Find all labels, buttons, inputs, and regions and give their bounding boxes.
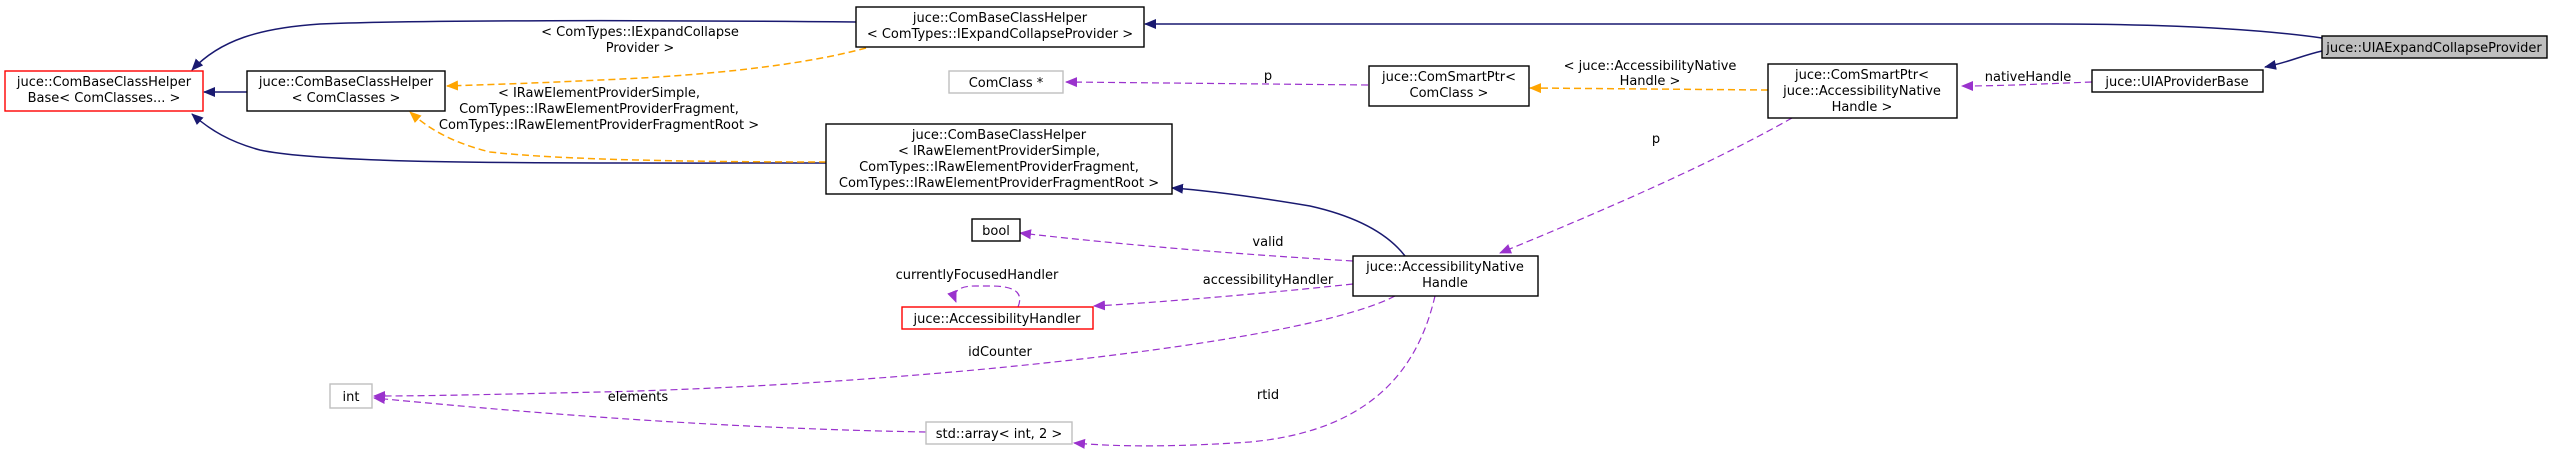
edge-label-elements: elements [608,390,669,405]
edge-com-base-raw-to-com-base-base [191,113,827,164]
svg-text:Handle >: Handle > [1832,100,1893,115]
edge-uia-expand-to-uia-provider-base [2264,50,2323,70]
edge-label-id-counter: idCounter [968,345,1032,360]
edges-layer [191,19,2323,449]
edge-accessibility-native-to-bool [1019,229,1354,262]
svg-text:ComTypes::IRawElementProviderF: ComTypes::IRawElementProviderFragmentRoo… [839,176,1159,191]
nodes-layer: juce::UIAExpandCollapseProvider juce::UI… [4,6,2548,445]
svg-text:juce::UIAProviderBase: juce::UIAProviderBase [2104,75,2248,90]
node-bool[interactable]: bool [971,218,1021,242]
svg-text:ComTypes::IRawElementProviderF: ComTypes::IRawElementProviderFragment, [859,160,1139,175]
edge-accessibility-native-to-accessibility-handler [1093,283,1354,311]
svg-text:< IRawElementProviderSimple,: < IRawElementProviderSimple, [898,144,1100,159]
edge-accessibility-native-to-std-array [1073,295,1436,449]
svg-text:juce::ComBaseClassHelper: juce::ComBaseClassHelper [912,11,1088,26]
node-com-smart-ptr-native-handle[interactable]: juce::ComSmartPtr< juce::AccessibilityNa… [1767,63,1958,119]
svg-text:juce::AccessibilityNative: juce::AccessibilityNative [1365,260,1524,275]
svg-text:Base< ComClasses... >: Base< ComClasses... > [28,91,181,106]
edge-label-accessibility-handler: accessibilityHandler [1203,273,1334,288]
edge-com-smart-ptr-handle-to-com-smart-ptr-class [1529,83,1769,94]
svg-text:std::array< int, 2 >: std::array< int, 2 > [936,427,1063,442]
edge-accessibility-native-to-int [373,295,1396,401]
edge-label-raw-template-1: < IRawElementProviderSimple, [498,86,700,101]
edge-label-smart-ptr-template-1: < juce::AccessibilityNative [1564,59,1737,74]
edge-accessibility-native-to-com-base-raw [1171,183,1406,257]
svg-text:< ComClasses >: < ComClasses > [292,91,401,106]
svg-text:juce::AccessibilityNative: juce::AccessibilityNative [1782,84,1941,99]
svg-text:juce::AccessibilityHandler: juce::AccessibilityHandler [913,312,1082,327]
edge-label-p-native: p [1652,132,1660,147]
edge-label-smart-ptr-template-2: Handle > [1620,74,1681,89]
edge-uia-expand-to-com-base-expand [1144,19,2323,39]
svg-text:juce::ComBaseClassHelper: juce::ComBaseClassHelper [258,75,434,90]
edge-label-valid: valid [1252,235,1283,250]
svg-text:juce::ComBaseClassHelper: juce::ComBaseClassHelper [911,128,1087,143]
svg-text:int: int [343,390,360,405]
edge-std-array-to-int [373,394,927,433]
edge-label-p-comclass: p [1264,69,1272,84]
edge-label-expand-template-2: Provider > [606,41,675,56]
edge-com-smart-ptr-class-to-com-class-ptr [1065,77,1369,88]
edge-com-smart-ptr-handle-to-accessibility-native [1499,117,1793,254]
svg-text:ComClass >: ComClass > [1410,86,1489,101]
node-uia-provider-base[interactable]: juce::UIAProviderBase [2091,69,2264,93]
edge-com-base-expand-to-com-base-classes [446,47,867,91]
edge-label-raw-template-2: ComTypes::IRawElementProviderFragment, [459,102,739,117]
edge-accessibility-handler-self [947,285,1021,308]
node-com-smart-ptr-comclass[interactable]: juce::ComSmartPtr< ComClass > [1368,65,1530,107]
node-accessibility-native-handle[interactable]: juce::AccessibilityNative Handle [1352,255,1539,297]
edge-labels-layer: < ComTypes::IExpandCollapse Provider > <… [439,25,2071,405]
edge-label-rtid: rtid [1257,388,1279,403]
edge-uia-provider-base-to-com-smart-ptr-handle [1961,80,2093,91]
svg-text:juce::ComSmartPtr<: juce::ComSmartPtr< [1381,70,1516,85]
edge-com-base-raw-to-com-base-classes [409,111,827,163]
node-std-array[interactable]: std::array< int, 2 > [925,421,1073,445]
node-com-base-class-helper-classes[interactable]: juce::ComBaseClassHelper < ComClasses > [246,70,446,112]
edge-label-native-handle: nativeHandle [1985,70,2071,85]
node-com-base-class-helper-raw[interactable]: juce::ComBaseClassHelper < IRawElementPr… [825,123,1173,195]
svg-text:juce::UIAExpandCollapseProvide: juce::UIAExpandCollapseProvider [2325,41,2542,56]
node-com-base-class-helper-base[interactable]: juce::ComBaseClassHelper Base< ComClasse… [4,70,204,112]
edge-label-raw-template-3: ComTypes::IRawElementProviderFragmentRoo… [439,118,759,133]
node-com-base-expand-collapse[interactable]: juce::ComBaseClassHelper < ComTypes::IEx… [855,6,1145,48]
svg-text:Handle: Handle [1422,276,1468,291]
svg-text:< ComTypes::IExpandCollapsePro: < ComTypes::IExpandCollapseProvider > [867,27,1133,42]
svg-text:juce::ComSmartPtr<: juce::ComSmartPtr< [1794,68,1929,83]
node-accessibility-handler[interactable]: juce::AccessibilityHandler [901,306,1094,330]
edge-label-currently-focused: currentlyFocusedHandler [896,268,1059,283]
svg-text:juce::ComBaseClassHelper: juce::ComBaseClassHelper [16,75,192,90]
node-com-class-pointer[interactable]: ComClass * [948,70,1064,94]
edge-label-expand-template-1: < ComTypes::IExpandCollapse [541,25,739,40]
svg-text:bool: bool [982,224,1010,239]
edge-com-base-expand-to-com-base-base [191,19,857,71]
node-int[interactable]: int [329,383,373,409]
node-uia-expand-collapse-provider[interactable]: juce::UIAExpandCollapseProvider [2321,35,2548,59]
svg-text:ComClass *: ComClass * [969,76,1044,91]
